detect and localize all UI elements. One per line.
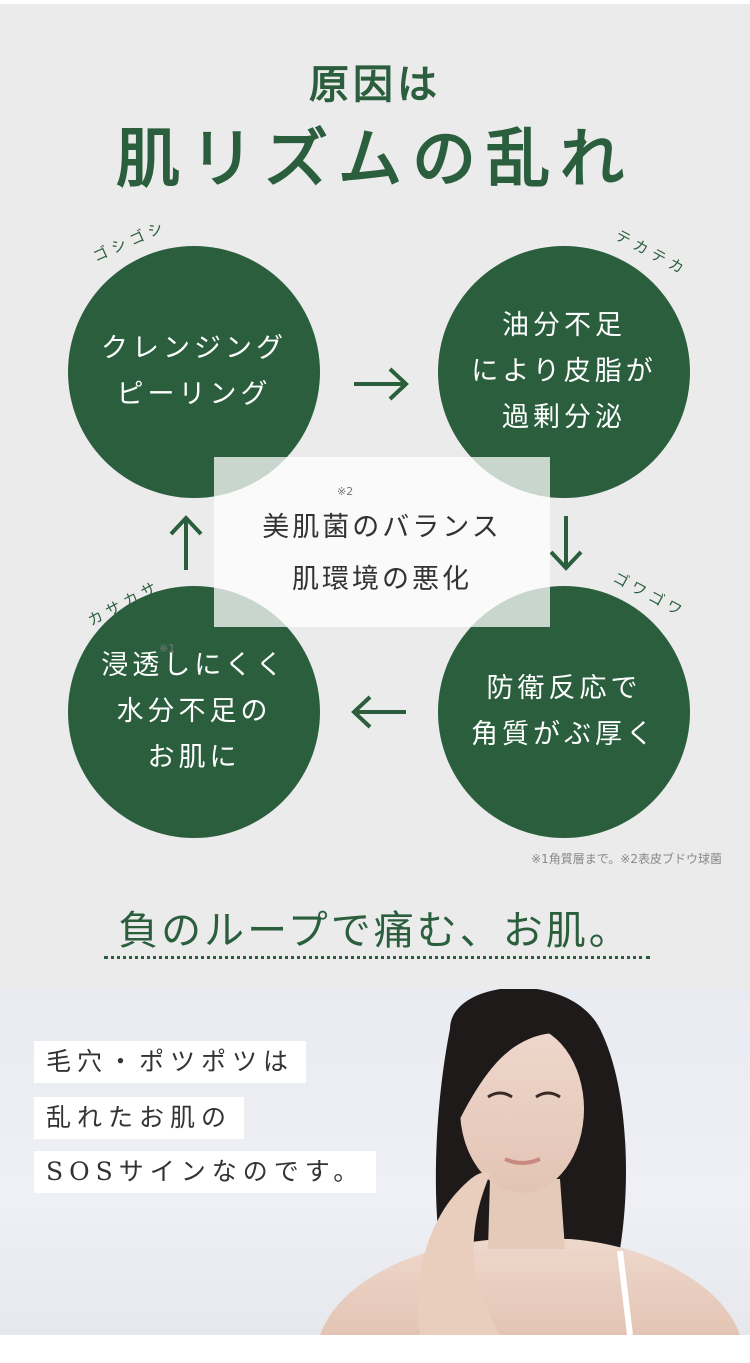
photo-section: 毛穴・ポツポツは 乱れたお肌の SOSサインなのです。 xyxy=(0,989,750,1335)
center-line1: 美肌菌のバランス xyxy=(262,512,502,543)
title-line1: 原因は xyxy=(309,61,441,108)
note-mark-1: ※1 xyxy=(159,642,176,655)
arrow-right-icon xyxy=(352,366,410,402)
circle-text: 浸透しにくく xyxy=(101,650,287,681)
bottom-bar xyxy=(0,1335,750,1363)
circle-moisture-deficit: 浸透しにくく 水分不足の お肌に xyxy=(68,586,320,838)
circle-text: 油分不足 xyxy=(502,310,626,341)
arrow-left-icon xyxy=(350,694,408,730)
circle-text: 防衛反応で xyxy=(486,673,642,704)
loop-heading: 負のループで痛む、お肌。 xyxy=(118,908,632,954)
woman-photo xyxy=(320,989,740,1335)
circle-text: クレンジング xyxy=(101,333,287,364)
title-line2: 肌リズムの乱れ xyxy=(116,122,634,197)
caption-line2: 乱れたお肌の xyxy=(34,1097,245,1139)
circle-text: お肌に xyxy=(147,742,241,773)
circle-text: 過剰分泌 xyxy=(502,402,626,433)
circle-text: 角質がぶ厚く xyxy=(471,719,657,750)
arrow-down-icon xyxy=(548,514,584,572)
note-mark-2: ※2 xyxy=(337,485,354,498)
circle-text: ピーリング xyxy=(116,379,272,410)
center-line2: 肌環境の悪化 xyxy=(292,564,472,595)
circle-text: により皮脂が xyxy=(471,356,657,387)
caption-line1: 毛穴・ポツポツは xyxy=(34,1041,307,1083)
footnote: ※1角質層まで。※2表皮ブドウ球菌 xyxy=(531,852,722,866)
center-box: 美肌菌のバランス 肌環境の悪化 xyxy=(214,457,550,627)
circle-cleansing: クレンジング ピーリング xyxy=(68,246,320,498)
circle-defense-reaction: 防衛反応で 角質がぶ厚く xyxy=(438,586,690,838)
arrow-up-icon xyxy=(168,514,204,572)
caption-line3: SOSサインなのです。 xyxy=(34,1151,377,1193)
circle-text: 水分不足の xyxy=(116,696,272,727)
top-border xyxy=(0,0,750,4)
dotted-underline xyxy=(104,956,650,959)
circle-oil-deficit: 油分不足 により皮脂が 過剰分泌 xyxy=(438,246,690,498)
